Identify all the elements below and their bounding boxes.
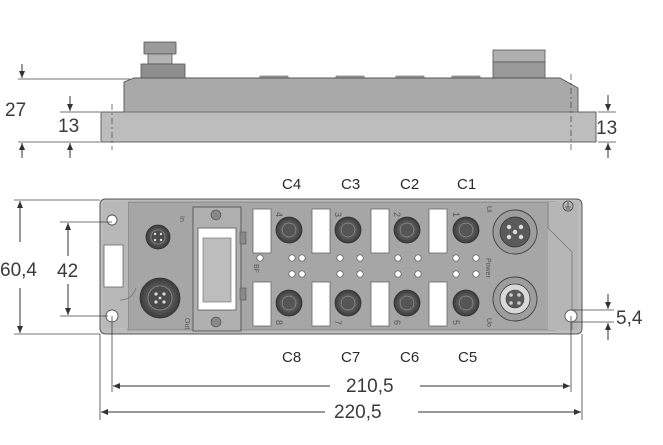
label-c8: C8 <box>282 349 301 366</box>
label-c1: C1 <box>457 176 476 193</box>
port-num-1: 1 <box>451 212 461 217</box>
label-ui: Ui <box>485 206 492 213</box>
power-connector-top <box>492 209 538 255</box>
label-c2: C2 <box>400 176 419 193</box>
port-c8 <box>275 289 303 317</box>
port-c1 <box>452 216 480 244</box>
port-num-5: 5 <box>451 320 461 325</box>
side-dimensions: 27 13 13 <box>5 64 617 158</box>
dim-side-inner-left: 13 <box>58 116 79 137</box>
dim-side-inner-right: 13 <box>596 118 617 139</box>
port-c4 <box>275 216 303 244</box>
port-num-4: 4 <box>274 212 284 217</box>
port-num-3: 3 <box>333 212 343 217</box>
dim-total-length: 220,5 <box>334 402 382 423</box>
side-view <box>100 41 597 150</box>
dim-hole-spacing: 210,5 <box>346 376 394 397</box>
dim-hole: 5,4 <box>616 308 643 329</box>
port-num-2: 2 <box>392 212 402 217</box>
port-c2 <box>393 216 421 244</box>
label-c7: C7 <box>341 349 360 366</box>
port-c6 <box>393 289 421 317</box>
status-leds <box>256 254 480 278</box>
label-uo: Uo <box>485 318 492 327</box>
port-c5 <box>452 289 480 317</box>
label-bf: BF <box>252 264 259 273</box>
front-view: In Out BF <box>99 198 583 335</box>
connector-labels: C4 C3 C2 C1 C8 C7 C6 C5 <box>282 176 477 366</box>
port-c3 <box>334 216 362 244</box>
dim-front-inner: 42 <box>57 261 78 282</box>
label-c3: C3 <box>341 176 360 193</box>
label-out: Out <box>183 318 190 329</box>
dim-front-height: 60,4 <box>0 260 37 281</box>
port-num-8: 8 <box>274 320 284 325</box>
port-c7 <box>334 289 362 317</box>
dim-side-height: 27 <box>5 100 26 121</box>
front-dimensions: 60,4 42 5,4 210,5 220,5 <box>0 199 643 423</box>
label-c4: C4 <box>282 176 301 193</box>
label-in: In <box>178 216 185 222</box>
label-c6: C6 <box>400 349 419 366</box>
label-power: Power <box>484 258 491 279</box>
label-c5: C5 <box>458 349 477 366</box>
port-num-7: 7 <box>333 320 343 325</box>
port-num-6: 6 <box>392 320 402 325</box>
m8-ports <box>275 216 480 317</box>
power-connector-bottom <box>492 276 538 322</box>
label-slots <box>252 208 448 327</box>
